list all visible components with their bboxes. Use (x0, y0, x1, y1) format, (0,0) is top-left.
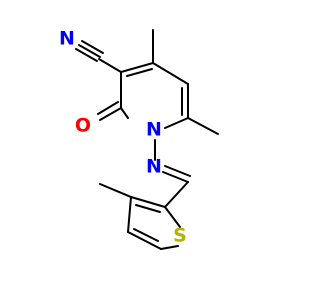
bond-c3-c4 (120, 62, 154, 73)
bond-thio-s-c2 (164, 206, 181, 228)
bond-thio-c3-c4 (127, 196, 132, 233)
bond-cn-triple-1 (78, 44, 101, 58)
bond-c2-o (99, 107, 122, 121)
bond-thio-c2-c3-inner (135, 204, 161, 213)
bond-c4-c5 (152, 62, 189, 85)
bond-thio-c4-c5 (127, 231, 162, 250)
ring-nitrogen-label: N (146, 119, 162, 141)
carbonyl-oxygen-label: O (75, 115, 91, 137)
bond-thio-c5-s (160, 245, 179, 250)
nitrile-nitrogen-label: N (59, 28, 75, 50)
bond-c2-o-second (97, 101, 119, 115)
bond-cn-triple-3 (75, 48, 98, 62)
bond-c6-ringn (164, 117, 189, 129)
bond-c3-c4-inner (126, 68, 153, 77)
bond-c3-cn (98, 58, 122, 73)
bond-iminen-ch-second (164, 165, 191, 177)
bond-thiophene-methyl (99, 183, 132, 198)
bond-ch-thiophene (164, 181, 189, 208)
bond-c6-methyl (187, 117, 219, 135)
bond-thio-c4-c5-inner (133, 228, 159, 242)
bond-ringn-c2 (120, 107, 129, 119)
atom-label-layer: N O N N S (59, 28, 187, 247)
bond-cn-triple-2 (81, 40, 104, 54)
thiophene-sulfur-label: S (173, 225, 187, 247)
bond-iminen-ch (162, 171, 189, 183)
bond-thio-c2-c3 (130, 196, 166, 208)
imine-nitrogen-label: N (146, 156, 162, 178)
bond-layer (75, 29, 219, 250)
molecule-structure: N O N N S (59, 27, 219, 250)
